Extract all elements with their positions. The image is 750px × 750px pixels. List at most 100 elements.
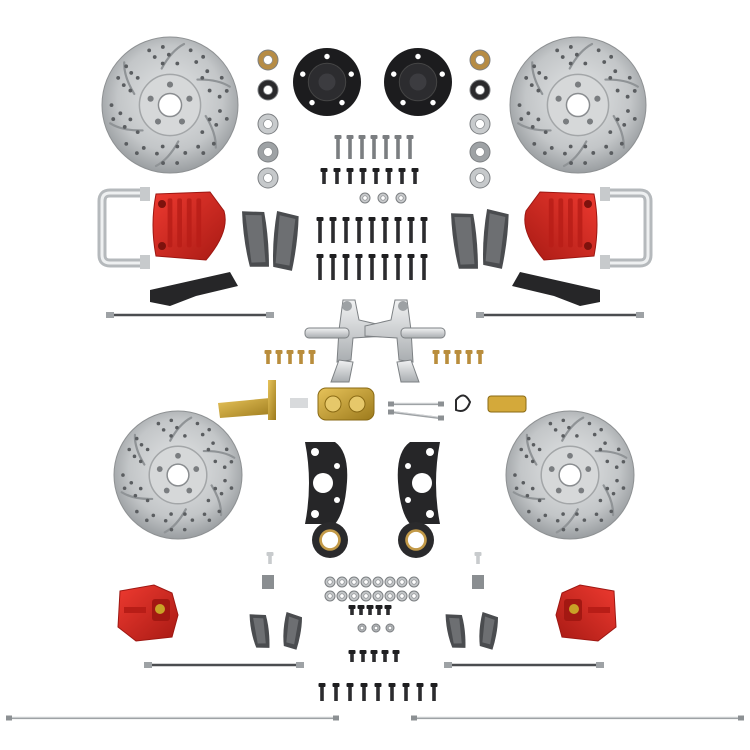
rear-small-bolt-1 xyxy=(357,605,365,615)
parking-cable-right xyxy=(411,715,744,721)
mount-bolt-row1-0 xyxy=(316,217,324,243)
caliper-bolt-1 xyxy=(333,168,341,184)
bottom-bolt-5 xyxy=(388,683,396,701)
rear-left-big-washer xyxy=(312,522,348,558)
front-left-caliper xyxy=(152,191,226,261)
rear-left-pad-outer xyxy=(249,614,270,648)
mc-line-2 xyxy=(388,409,444,421)
rear-bolt-row-4 xyxy=(392,650,400,662)
rear-washer-row1-7 xyxy=(408,576,420,588)
mc-clamp xyxy=(290,398,308,408)
caliper-bolt-2 xyxy=(346,168,354,184)
mount-bolt-row1-8 xyxy=(420,217,428,243)
caliper-bolt-7 xyxy=(411,168,419,184)
right-bearing-part-0 xyxy=(469,49,491,71)
rear-bolt-row-2 xyxy=(370,650,378,662)
left-bearing-part-4 xyxy=(257,167,279,189)
spindle-bolt-left-2 xyxy=(286,350,294,364)
mount-bolt-row1-4 xyxy=(368,217,376,243)
bracket-arm xyxy=(268,380,276,420)
rear-clip-0 xyxy=(357,623,367,633)
rear-right-caliper xyxy=(555,584,617,642)
left-spindle xyxy=(304,299,386,383)
rear-washer-row1-0 xyxy=(324,576,336,588)
mount-bolt-row2-5 xyxy=(381,254,389,280)
spindle-bolt-right-2 xyxy=(454,350,462,364)
rear-right-stud xyxy=(474,552,482,564)
bottom-bolt-4 xyxy=(374,683,382,701)
upper-pin-4 xyxy=(382,135,390,159)
bottom-bolt-0 xyxy=(318,683,326,701)
clip-2 xyxy=(395,192,407,204)
rotor-group xyxy=(101,36,647,540)
spindle-bolt-left-1 xyxy=(275,350,283,364)
rear-left-stud xyxy=(266,552,274,564)
spindle-bolt-right-0 xyxy=(432,350,440,364)
brake-lines-group xyxy=(6,312,744,721)
rear-right-rotor xyxy=(505,410,635,540)
mount-bolt-row1-5 xyxy=(381,217,389,243)
rear-right-tab xyxy=(472,575,484,589)
right-spindle xyxy=(364,299,446,383)
mount-bolt-row2-0 xyxy=(316,254,324,280)
rear-right-bracket xyxy=(397,442,440,524)
caliper-bolt-6 xyxy=(398,168,406,184)
rear-right-pad-outer xyxy=(479,612,499,650)
rear-washer-row1-6 xyxy=(396,576,408,588)
left-bearing-part-3 xyxy=(257,141,279,163)
rear-right-pad-inner xyxy=(445,614,466,648)
spindle-bolt-left-0 xyxy=(264,350,272,364)
rear-bolt-row-0 xyxy=(348,650,356,662)
rear-small-bolt-3 xyxy=(375,605,383,615)
mc-line-1 xyxy=(388,401,444,407)
rear-left-pad-inner xyxy=(283,612,303,650)
upper-pin-2 xyxy=(358,135,366,159)
mount-bolt-row2-6 xyxy=(394,254,402,280)
rear-bolt-row-3 xyxy=(381,650,389,662)
bottom-bolt-1 xyxy=(332,683,340,701)
front-right-hub xyxy=(384,48,452,116)
rear-clip-2 xyxy=(385,623,395,633)
front-right-caliper xyxy=(524,191,598,261)
upper-pin-6 xyxy=(406,135,414,159)
mount-bolt-row2-3 xyxy=(355,254,363,280)
mount-bolt-row2-8 xyxy=(420,254,428,280)
upper-pin-5 xyxy=(394,135,402,159)
rear-right-big-washer xyxy=(398,522,434,558)
rear-clip-1 xyxy=(371,623,381,633)
parts-group xyxy=(97,48,653,650)
rear-right-hose xyxy=(444,662,604,668)
right-bearing-part-3 xyxy=(469,141,491,163)
rear-left-caliper xyxy=(117,584,179,642)
mount-bolt-row2-1 xyxy=(329,254,337,280)
mount-bolt-row1-6 xyxy=(394,217,402,243)
mount-bolt-row2-4 xyxy=(368,254,376,280)
caliper-bolt-0 xyxy=(320,168,328,184)
mount-bolt-row2-7 xyxy=(407,254,415,280)
front-left-hose xyxy=(106,312,274,318)
rear-left-bracket xyxy=(305,442,348,524)
caliper-bolt-3 xyxy=(359,168,367,184)
bottom-bolt-6 xyxy=(402,683,410,701)
mount-bolt-row2-2 xyxy=(342,254,350,280)
line-clip xyxy=(455,394,472,412)
rear-left-hose xyxy=(144,662,304,668)
pedal-bracket xyxy=(218,398,272,418)
front-right-pad-outer xyxy=(483,209,509,269)
mount-bolt-row1-3 xyxy=(355,217,363,243)
front-left-pad-outer xyxy=(242,211,269,267)
rear-washer-row2-4 xyxy=(372,590,384,602)
rear-small-bolt-4 xyxy=(384,605,392,615)
front-right-hose xyxy=(476,312,644,318)
rear-washer-row2-3 xyxy=(360,590,372,602)
rear-small-bolt-2 xyxy=(366,605,374,615)
master-cylinder-cap-1 xyxy=(324,395,342,413)
front-left-hub xyxy=(293,48,361,116)
left-bearing-part-2 xyxy=(257,113,279,135)
rear-left-tab xyxy=(262,575,274,589)
rear-washer-row1-5 xyxy=(384,576,396,588)
bottom-bolt-2 xyxy=(346,683,354,701)
clip-1 xyxy=(377,192,389,204)
rear-small-bolt-0 xyxy=(348,605,356,615)
